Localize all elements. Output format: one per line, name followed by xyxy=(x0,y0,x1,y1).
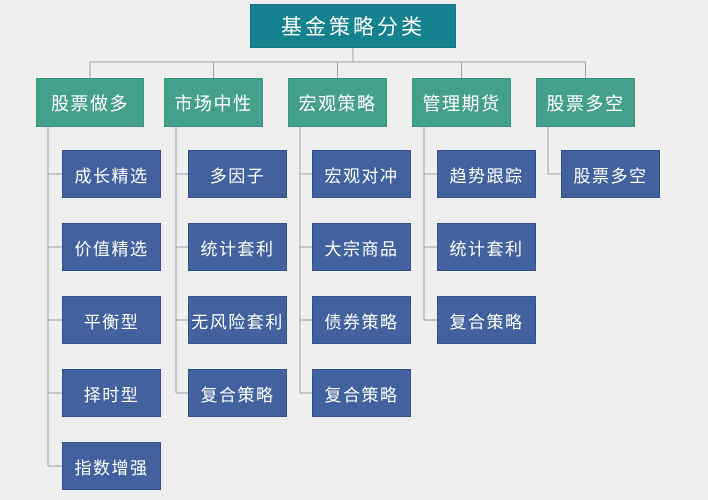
leaf-node-统计套利[interactable]: 统计套利 xyxy=(188,223,287,271)
leaf-node-平衡型[interactable]: 平衡型 xyxy=(62,296,161,344)
leaf-node-无风险套利[interactable]: 无风险套利 xyxy=(188,296,287,344)
leaf-node-指数增强[interactable]: 指数增强 xyxy=(62,442,161,490)
leaf-node-价值精选[interactable]: 价值精选 xyxy=(62,223,161,271)
leaf-node-复合策略[interactable]: 复合策略 xyxy=(188,369,287,417)
leaf-node-股票多空[interactable]: 股票多空 xyxy=(561,150,660,198)
category-node-宏观策略[interactable]: 宏观策略 xyxy=(288,78,387,127)
leaf-node-择时型[interactable]: 择时型 xyxy=(62,369,161,417)
leaf-node-趋势跟踪[interactable]: 趋势跟踪 xyxy=(437,150,536,198)
leaf-node-债券策略[interactable]: 债券策略 xyxy=(312,296,411,344)
leaf-node-多因子[interactable]: 多因子 xyxy=(188,150,287,198)
leaf-node-复合策略[interactable]: 复合策略 xyxy=(312,369,411,417)
leaf-node-大宗商品[interactable]: 大宗商品 xyxy=(312,223,411,271)
category-node-市场中性[interactable]: 市场中性 xyxy=(164,78,263,127)
leaf-node-成长精选[interactable]: 成长精选 xyxy=(62,150,161,198)
leaf-node-统计套利[interactable]: 统计套利 xyxy=(437,223,536,271)
leaf-node-宏观对冲[interactable]: 宏观对冲 xyxy=(312,150,411,198)
category-node-管理期货[interactable]: 管理期货 xyxy=(412,78,511,127)
category-node-股票做多[interactable]: 股票做多 xyxy=(36,78,144,127)
category-node-股票多空[interactable]: 股票多空 xyxy=(536,78,635,127)
root-node-fund-strategy-classification[interactable]: 基金策略分类 xyxy=(250,4,456,48)
leaf-node-复合策略[interactable]: 复合策略 xyxy=(437,296,536,344)
